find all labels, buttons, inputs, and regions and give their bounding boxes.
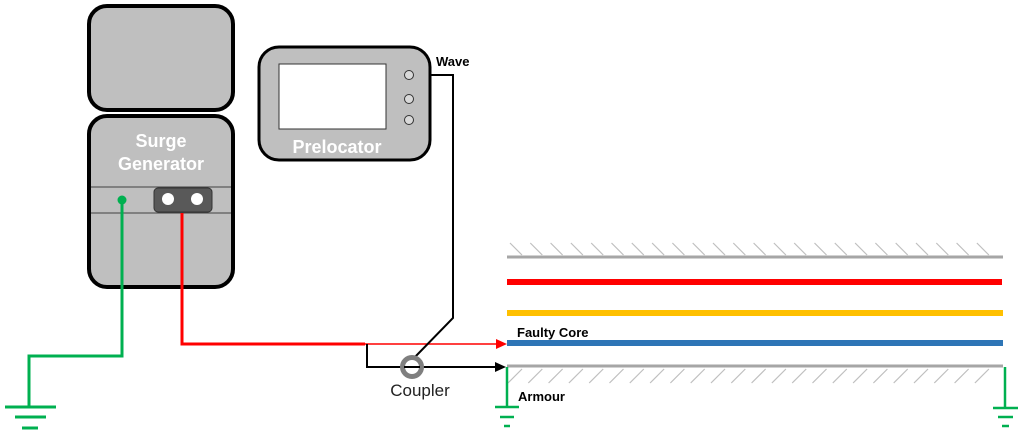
hatch-line	[509, 242, 523, 256]
hatch-line	[791, 368, 807, 384]
wave-port-icon	[404, 70, 414, 80]
hatch-line	[669, 368, 685, 384]
hatch-line	[710, 368, 726, 384]
generator-label-line1: Surge	[135, 131, 186, 151]
output-terminal-icon	[191, 193, 203, 205]
hatch-line	[751, 368, 767, 384]
prelocator: Prelocator	[257, 45, 432, 162]
surge-generator: Surge Generator	[87, 4, 235, 289]
hatch-line	[550, 242, 564, 256]
hatch-line	[954, 368, 970, 384]
hatch-line	[771, 368, 787, 384]
hatch-line	[956, 242, 970, 256]
hatch-line	[690, 368, 706, 384]
generator-label-line2: Generator	[118, 154, 204, 174]
arrow-head-icon	[495, 362, 506, 372]
ground-symbol-icon	[993, 406, 1018, 428]
hatch-line	[913, 368, 929, 384]
hatch-line	[893, 368, 909, 384]
hatch-line	[611, 242, 624, 256]
output-terminal-icon	[162, 193, 174, 205]
hatch-line	[568, 368, 584, 384]
ground-terminal-icon	[117, 195, 127, 205]
hatch-line	[712, 242, 726, 256]
hatch-line	[527, 368, 543, 384]
generator-ground-wire	[27, 200, 124, 406]
arrow-head-icon	[496, 339, 507, 349]
hatch-line	[874, 242, 888, 256]
hatch-line	[976, 242, 990, 256]
hatch-line	[935, 242, 949, 256]
hatch-line	[649, 368, 665, 384]
sheath-hatching-top	[509, 242, 990, 256]
hatch-line	[651, 242, 665, 256]
hatch-line	[529, 242, 543, 256]
hatch-line	[974, 368, 990, 384]
hatch-line	[631, 242, 645, 256]
hatch-line	[793, 242, 807, 256]
hatch-line	[548, 368, 564, 384]
port-icon	[404, 115, 414, 125]
hv-wire	[180, 213, 365, 346]
hatch-line	[812, 368, 827, 384]
ground-symbol-icon	[495, 405, 519, 428]
hatch-line	[570, 242, 584, 256]
coupler-label: Coupler	[390, 381, 450, 400]
coupler: Coupler	[390, 355, 450, 400]
return-wire	[366, 344, 496, 368]
ground-symbol-icon	[5, 405, 56, 430]
faulty-core-label: Faulty Core	[517, 325, 589, 340]
armour-label: Armour	[518, 389, 565, 404]
hatch-line	[753, 242, 767, 256]
hatch-line	[629, 368, 645, 384]
hatch-line	[773, 242, 787, 256]
hatch-line	[834, 242, 848, 256]
hatch-line	[872, 368, 888, 384]
hatch-line	[692, 242, 706, 256]
cable	[507, 242, 1003, 384]
generator-top-unit	[87, 4, 235, 112]
port-icon	[404, 94, 414, 104]
hatch-line	[588, 368, 604, 384]
wave-port-label: Wave	[436, 54, 469, 69]
hatch-line	[933, 368, 949, 384]
prelocator-screen	[278, 63, 387, 130]
armour-hatching-bottom	[507, 368, 990, 384]
hatch-line	[732, 242, 746, 256]
hatch-line	[609, 368, 624, 384]
hatch-line	[915, 242, 929, 256]
hatch-line	[854, 242, 868, 256]
hatch-line	[832, 368, 848, 384]
hatch-line	[852, 368, 868, 384]
hatch-line	[730, 368, 746, 384]
prelocator-label: Prelocator	[292, 137, 381, 157]
hatch-line	[671, 242, 685, 256]
hatch-line	[507, 368, 523, 384]
hatch-line	[895, 242, 909, 256]
hatch-line	[590, 242, 604, 256]
hatch-line	[814, 242, 827, 256]
